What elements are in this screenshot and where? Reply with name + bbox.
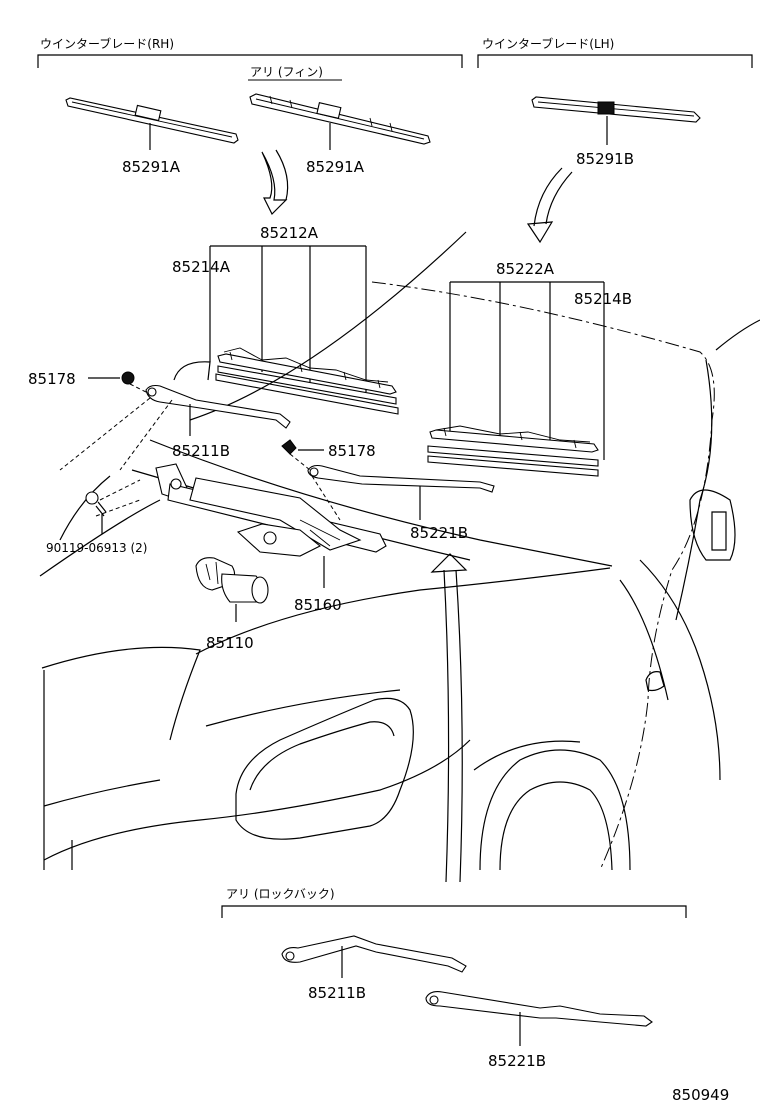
label-90119: 90119-06913 (2) xyxy=(46,541,148,555)
label-85221B-b: 85221B xyxy=(488,1052,546,1070)
label-85178-b: 85178 xyxy=(328,442,376,460)
arrow-up-to-arm xyxy=(430,553,468,883)
label-85291A-b: 85291A xyxy=(306,158,365,176)
wiper-motor-85110 xyxy=(195,557,269,622)
rh-blade-title: ウインターブレード(RH) xyxy=(40,36,174,51)
wiper-link-85160 xyxy=(155,463,387,588)
fin-note: アリ (フィン) xyxy=(248,65,342,81)
diagram-number: 850949 xyxy=(672,1086,729,1104)
fin-note-text: アリ (フィン) xyxy=(250,65,323,79)
lockback-header: アリ (ロックバック) xyxy=(221,887,687,918)
lh-blade-header: ウインターブレード(LH) xyxy=(477,36,753,68)
vehicle-body-outline xyxy=(39,231,760,871)
wiper-arm-85211B-lockback xyxy=(281,935,467,978)
wiper-arm-85211B xyxy=(145,384,291,436)
label-85211B-a: 85211B xyxy=(172,442,230,460)
label-85214B: 85214B xyxy=(574,290,632,308)
bolt-90119-06913 xyxy=(85,491,107,534)
rh-blade-header: ウインターブレード(RH) xyxy=(37,36,463,68)
label-85291B: 85291B xyxy=(576,150,634,168)
label-85178-a: 85178 xyxy=(28,370,76,388)
lockback-title: アリ (ロックバック) xyxy=(226,887,335,901)
assembly-guides xyxy=(59,383,341,521)
arrow-lh-blade xyxy=(526,167,573,244)
blade-assembly-85222A xyxy=(427,425,599,477)
label-85222A: 85222A xyxy=(496,260,555,278)
wiper-arm-85221B xyxy=(307,464,495,520)
label-85291A-a: 85291A xyxy=(122,158,181,176)
winter-blade-85291B xyxy=(531,96,701,145)
winter-blade-85291A-a xyxy=(65,97,239,150)
winter-blade-85291A-b xyxy=(249,93,431,150)
label-85212A: 85212A xyxy=(260,224,319,242)
nut-85178-a xyxy=(88,371,135,385)
blade-assembly-85212A xyxy=(215,347,399,415)
nut-85178-b xyxy=(281,439,324,455)
wiper-arm-85221B-lockback xyxy=(425,991,653,1046)
label-85214A: 85214A xyxy=(172,258,231,276)
label-85221B-a: 85221B xyxy=(410,524,468,542)
arrow-fin-to-blade xyxy=(261,149,289,216)
label-85110: 85110 xyxy=(206,634,254,652)
label-85211B-b: 85211B xyxy=(308,984,366,1002)
lh-blade-title: ウインターブレード(LH) xyxy=(482,36,614,51)
label-85160: 85160 xyxy=(294,596,342,614)
